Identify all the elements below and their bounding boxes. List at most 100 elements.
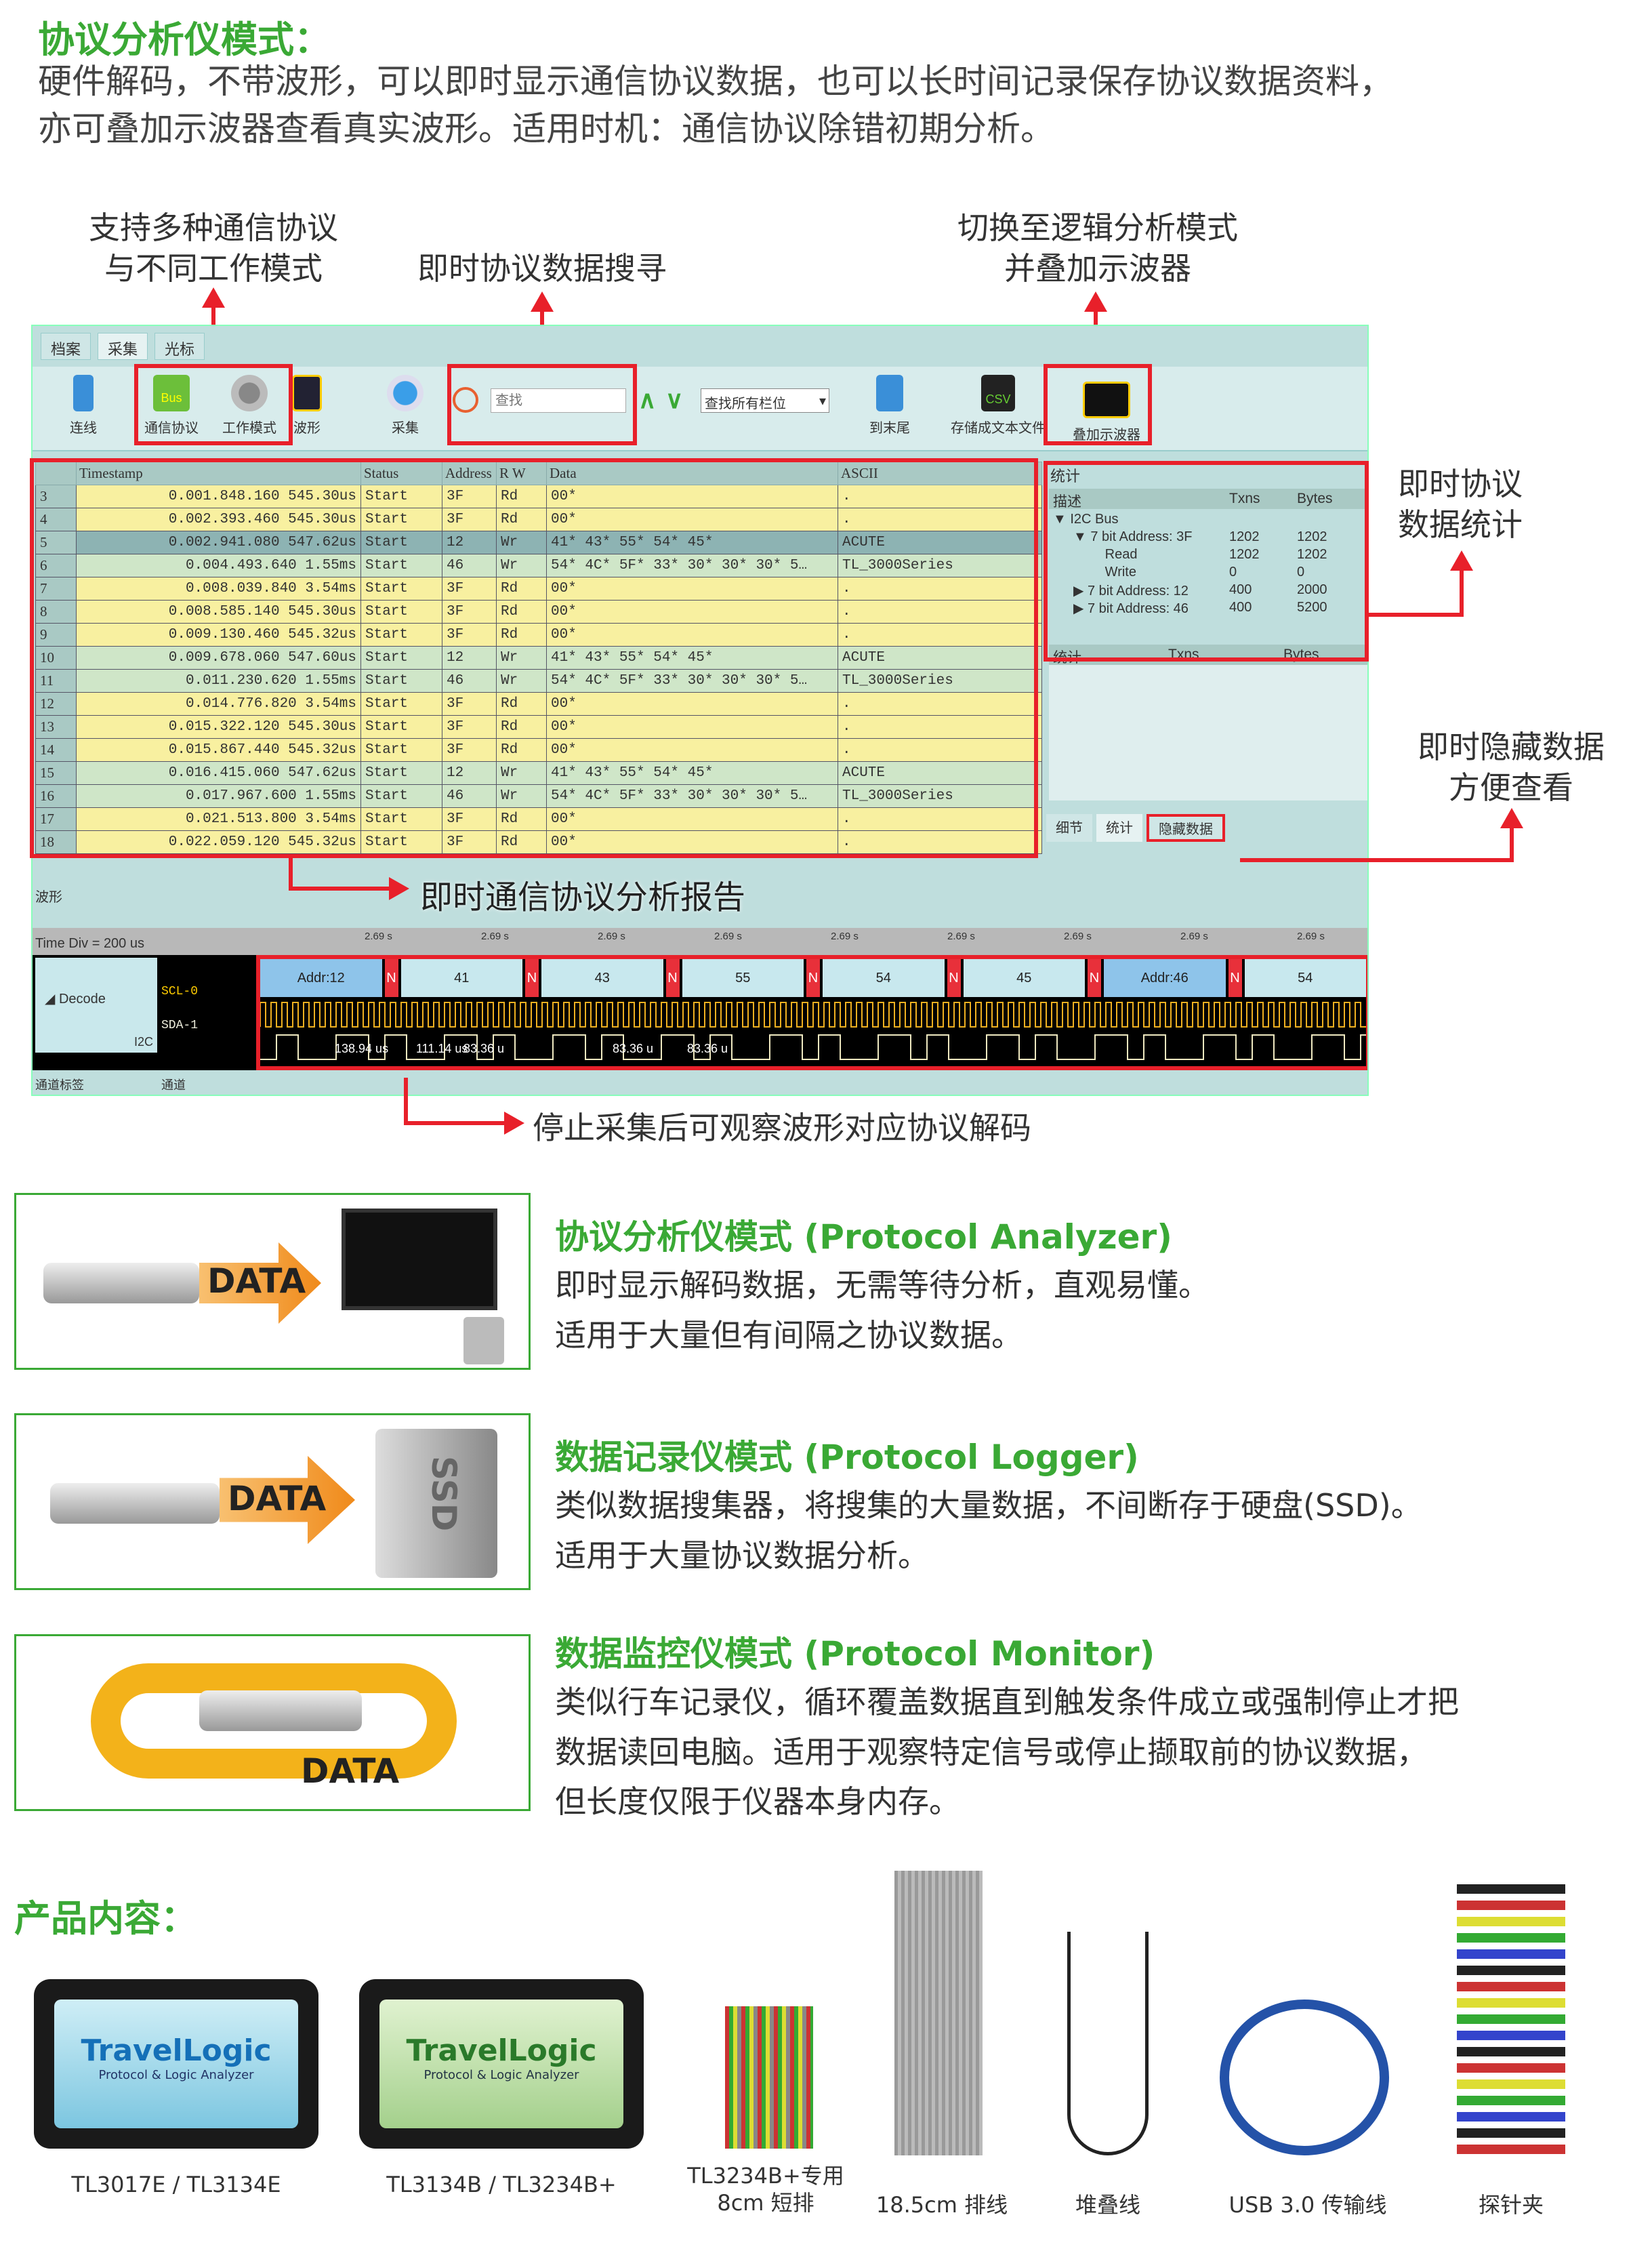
table-cell: TL_3000Series [838, 554, 1042, 577]
table-cell: Rd [496, 600, 547, 624]
annotation-report: 即时通信协议分析报告 [420, 878, 746, 916]
download-arrow-icon [876, 375, 903, 411]
tab-stats[interactable]: 统计 [1096, 814, 1142, 842]
table-cell: 0.021.513.800 3.54ms [76, 807, 361, 831]
timing-label: 83.36 u [687, 1042, 728, 1055]
device-icon [43, 1263, 199, 1303]
annotation-stats: 即时协议数据统计 [1398, 466, 1523, 543]
find-next-icon[interactable]: ∨ [665, 386, 684, 413]
find-scope-select[interactable]: 查找所有栏位▾ [701, 388, 829, 413]
table-cell: Rd [496, 485, 547, 508]
table-cell: ACUTE [838, 531, 1042, 554]
time-tick-label: 2.69 s [831, 931, 859, 942]
table-cell: . [838, 738, 1042, 762]
connect-button[interactable]: 连线 [46, 367, 121, 448]
table-cell: . [838, 807, 1042, 831]
table-cell: Start [360, 577, 442, 601]
time-tick-label: 2.69 s [598, 931, 625, 942]
table-cell: Start [360, 761, 442, 785]
short-cable-image [725, 2006, 813, 2149]
table-cell: 0.002.393.460 545.30us [76, 508, 361, 531]
overlay-scope-button[interactable]: 叠加示波器 [1056, 373, 1157, 455]
annotation-protocols: 支持多种通信协议与不同工作模式 [89, 209, 338, 287]
table-cell: 54* 4C* 5F* 33* 30* 30* 30* 5… [546, 669, 838, 693]
table-cell: Start [360, 715, 442, 739]
nack-marker: N [947, 959, 961, 997]
mode-monitor-line: 但长度仅限于仪器本身内存。 [555, 1783, 960, 1820]
table-cell: . [838, 508, 1042, 531]
nack-marker: N [665, 959, 680, 997]
search-input[interactable] [491, 388, 626, 413]
highlight-protocols [134, 364, 293, 445]
table-cell: 12 [442, 531, 497, 554]
mode-monitor-line: 类似行车记录仪，循环覆盖数据直到触发条件成立或强制停止才把 [555, 1684, 1459, 1720]
highlight-table [30, 458, 1038, 858]
tab-cursor[interactable]: 光标 [154, 333, 205, 360]
table-cell: Rd [496, 830, 547, 854]
product-label: 探针夹 [1478, 2192, 1544, 2218]
play-icon [387, 375, 424, 411]
table-cell: Wr [496, 784, 547, 808]
nack-marker: N [525, 959, 539, 997]
highlight-search [447, 364, 637, 445]
tab-file[interactable]: 档案 [41, 333, 91, 360]
table-cell: Wr [496, 646, 547, 670]
table-cell: Start [360, 531, 442, 554]
table-cell: Start [360, 738, 442, 762]
highlight-scope [1044, 364, 1152, 445]
workmode-button[interactable]: 工作模式 [212, 367, 287, 448]
sda-label: SDA-1 [161, 1019, 199, 1032]
decode-segment: 41 [400, 959, 522, 997]
table-cell: 0.004.493.640 1.55ms [76, 554, 361, 577]
stats-tree-item[interactable]: ▼ I2C Bus [1053, 512, 1119, 527]
nack-marker: N [1228, 959, 1242, 997]
product-label: TL3134B / TL3234B+ [386, 2172, 617, 2197]
table-cell: 0.015.867.440 545.32us [76, 738, 361, 762]
table-cell: Start [360, 508, 442, 531]
desc-line-1: 硬件解码，不带波形，可以即时显示通信协议数据，也可以长时间记录保存协议数据资料， [38, 62, 1393, 101]
search-icon [453, 387, 478, 413]
tab-hidden-data[interactable]: 隐藏数据 [1147, 814, 1225, 842]
mode-monitor-line: 数据读回电脑。适用于观察特定信号或停止撷取前的协议数据， [555, 1734, 1428, 1770]
table-cell: . [838, 577, 1042, 601]
waveform-button[interactable]: 波形 [283, 367, 331, 448]
desc-line-2: 亦可叠加示波器查看真实波形。适用时机：通信协议除错初期分析。 [38, 109, 1054, 148]
csv-icon: CSV [981, 375, 1015, 411]
table-cell: Rd [496, 807, 547, 831]
stack-cable-image [1067, 1932, 1149, 2155]
table-cell: 00* [546, 692, 838, 716]
capture-button[interactable]: 采集 [368, 367, 442, 448]
tab-capture[interactable]: 采集 [98, 333, 148, 360]
tab-detail[interactable]: 细节 [1046, 814, 1092, 842]
product-label: 18.5cm 排线 [875, 2192, 1008, 2218]
table-cell: 54* 4C* 5F* 33* 30* 30* 30* 5… [546, 554, 838, 577]
find-prev-icon[interactable]: ∧ [638, 386, 657, 413]
mode-logger-line: 类似数据搜集器，将搜集的大量数据，不间断存于硬盘(SSD)。 [555, 1487, 1422, 1524]
table-cell: Start [360, 485, 442, 508]
to-end-button[interactable]: 到末尾 [852, 367, 927, 448]
time-tick-label: 2.69 s [1064, 931, 1092, 942]
